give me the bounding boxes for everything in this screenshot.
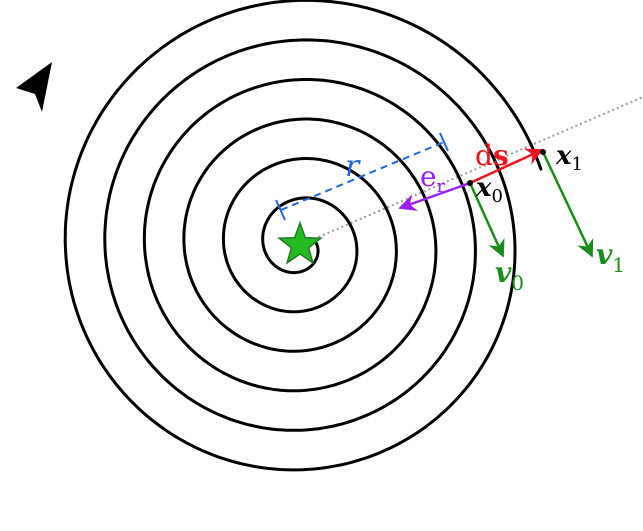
label-r: r bbox=[345, 149, 361, 184]
radial-ray-dotted bbox=[299, 96, 643, 246]
velocity-vector-v1 bbox=[541, 151, 594, 258]
displacement-vector bbox=[469, 148, 544, 185]
label-e-r: er bbox=[420, 160, 446, 197]
label-x0: x0 bbox=[475, 173, 503, 207]
spiral-trajectory bbox=[63, 0, 543, 472]
label-v0: v0 bbox=[495, 256, 524, 295]
unit-radial-vector bbox=[398, 181, 471, 211]
point-x1 bbox=[540, 149, 546, 155]
label-v1: v1 bbox=[596, 238, 625, 277]
radius-marker bbox=[275, 132, 449, 221]
spiral-direction-arrowhead bbox=[16, 62, 52, 112]
star-icon bbox=[277, 220, 323, 265]
label-ds: ds bbox=[475, 139, 509, 172]
label-x1: x1 bbox=[555, 141, 583, 175]
velocity-vector-v0 bbox=[468, 182, 505, 258]
point-x0 bbox=[467, 180, 473, 186]
